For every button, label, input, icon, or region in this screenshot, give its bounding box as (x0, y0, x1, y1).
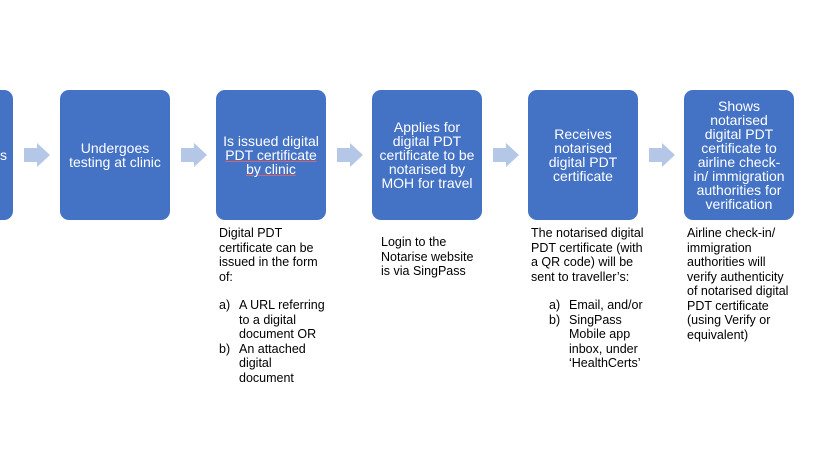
note-text: Airline check-in/ immigration authoritie… (687, 226, 822, 342)
step-box-partial: s (0, 90, 13, 220)
step-line: s (0, 147, 7, 163)
note-receives: The notarised digital PDT certificate (w… (531, 226, 671, 371)
step-line: Receives (554, 126, 612, 142)
note-line: digital (239, 356, 272, 370)
list-item-text: SingPass Mobile app inbox, under ‘Health… (569, 313, 641, 371)
step-line: digital PDT (392, 133, 462, 149)
step-box-shows: Shows notarised digital PDT certificate … (684, 90, 794, 220)
list-item: a) Email, and/or (549, 298, 671, 313)
step-line: testing at clinic (69, 154, 161, 170)
note-shows: Airline check-in/ immigration authoritie… (687, 226, 822, 342)
step-line: Is issued digital (223, 133, 319, 149)
note-line: to a digital (239, 312, 296, 327)
step-line: digital PDT (548, 154, 618, 170)
step-box-receives: Receives notarised digital PDT certifica… (528, 90, 638, 220)
list-item-text: A URL referring to a digital document OR (239, 298, 325, 342)
note-text: The notarised digital PDT certificate (w… (531, 226, 671, 284)
note-line: PDT certificate (with (531, 240, 643, 255)
note-issued: Digital PDT certificate can be issued in… (219, 226, 349, 385)
note-line: a QR code) will be (531, 255, 634, 269)
list-item: b) An attached digital document (219, 342, 349, 386)
note-list: a) Email, and/or b) SingPass Mobile app … (531, 298, 671, 371)
note-line: PDT certificate (687, 298, 769, 313)
note-line: (using Verify or (687, 313, 771, 327)
note-text: Digital PDT certificate can be issued in… (219, 226, 349, 284)
note-line: Airline check-in/ (687, 226, 776, 240)
note-line: Email, and/or (569, 298, 643, 312)
note-line: of notarised digital (687, 284, 789, 298)
list-item: a) A URL referring to a digital document… (219, 298, 349, 342)
step-line: notarised by (388, 161, 466, 177)
step-line: certificate to (701, 140, 777, 156)
step-line: Shows (717, 98, 761, 114)
step-label: Receives notarised digital PDT certifica… (549, 127, 617, 183)
note-line: is via SingPass (381, 264, 466, 278)
note-text: Login to the Notarise website is via Sin… (381, 235, 501, 279)
list-marker: a) (549, 298, 561, 312)
note-line: Login to the (381, 235, 447, 249)
note-line: A URL referring (239, 298, 325, 312)
list-item-text: An attached digital document (239, 342, 306, 386)
step-line: digital PDT (704, 126, 774, 142)
step-box-testing: Undergoes testing at clinic (60, 90, 170, 220)
step-label: s (0, 148, 7, 162)
step-line: by clinic (246, 161, 296, 177)
step-line: notarised (554, 140, 612, 156)
step-label: Undergoes testing at clinic (69, 141, 161, 169)
step-line: in/ immigration (693, 168, 785, 184)
note-line: document (239, 370, 294, 385)
note-line: The notarised digital (531, 226, 644, 240)
note-line: of: (219, 269, 233, 284)
list-marker: a) (219, 298, 231, 312)
note-line: immigration (687, 240, 752, 255)
note-line: Mobile app (569, 327, 631, 341)
list-marker: b) (549, 312, 561, 327)
note-line: SingPass (569, 312, 622, 327)
step-line: notarised (710, 112, 768, 128)
note-line: issued in the form (219, 255, 318, 269)
step-line: verification (705, 196, 773, 212)
list-item-text: Email, and/or (569, 298, 643, 313)
note-line: inbox, under (569, 341, 638, 356)
step-label: Applies for digital PDT certificate to b… (380, 120, 475, 190)
step-line: PDT certificate (225, 147, 317, 163)
note-line: equivalent) (687, 327, 749, 342)
step-line: certificate (553, 168, 613, 184)
note-line: document OR (239, 327, 317, 341)
list-marker: b) (219, 341, 231, 356)
note-line: Notarise website (381, 249, 474, 264)
step-line: Undergoes (80, 140, 150, 156)
step-line: authorities for (696, 182, 782, 198)
note-line: authorities will (687, 255, 766, 269)
list-item: b) SingPass Mobile app inbox, under ‘Hea… (549, 313, 671, 371)
note-line: Digital PDT (219, 226, 283, 240)
step-label: Is issued digital PDT certificate by cli… (223, 134, 319, 176)
step-label: Shows notarised digital PDT certificate … (693, 99, 784, 211)
step-line: Applies for (393, 119, 461, 135)
step-line: airline check- (697, 154, 781, 170)
note-applies: Login to the Notarise website is via Sin… (381, 235, 501, 279)
note-line: An attached (239, 341, 306, 356)
step-box-issued: Is issued digital PDT certificate by cli… (216, 90, 326, 220)
step-box-applies: Applies for digital PDT certificate to b… (372, 90, 482, 220)
note-line: certificate can be (219, 240, 314, 255)
note-list: a) A URL referring to a digital document… (219, 298, 349, 385)
note-line: sent to traveller’s: (531, 269, 630, 284)
note-line: ‘HealthCerts’ (569, 356, 641, 370)
note-line: verify authenticity (687, 269, 784, 284)
step-line: certificate to be (379, 147, 475, 163)
step-line: MOH for travel (381, 175, 473, 191)
